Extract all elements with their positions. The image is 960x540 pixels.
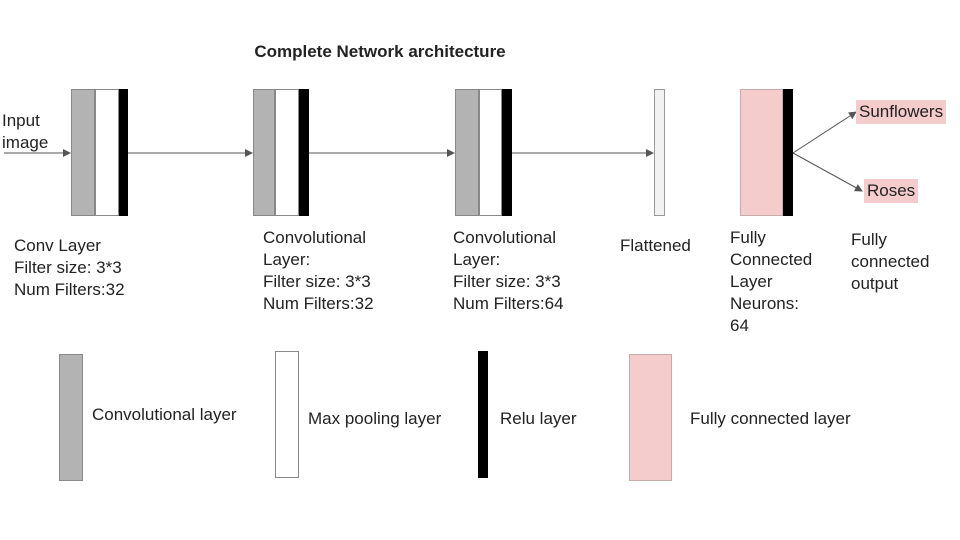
conv2-conv-layer — [253, 89, 275, 216]
input-image-label: Input image — [2, 111, 49, 152]
conv3-conv-layer — [455, 89, 479, 216]
diagram-title: Complete Network architecture — [0, 42, 760, 62]
legend-fc-swatch — [629, 354, 672, 481]
conv3-relu-layer — [502, 89, 512, 216]
legend-conv-swatch — [59, 354, 83, 481]
output-sunflowers: Sunflowers — [856, 100, 947, 124]
fc-layer — [740, 89, 783, 216]
conv1-relu-layer — [119, 89, 128, 216]
legend-pool-swatch — [275, 351, 299, 478]
diagram-title-text: Complete Network architecture — [254, 42, 506, 61]
legend-relu-label: Relu layer — [500, 409, 577, 428]
conv2-caption: Convolutional Layer: Filter size: 3*3 Nu… — [263, 228, 374, 313]
conv2-pool-layer — [275, 89, 299, 216]
conv3-pool-layer — [479, 89, 502, 216]
output-roses: Roses — [864, 179, 919, 203]
fc-caption: Fully Connected Layer Neurons: 64 — [730, 228, 813, 335]
conv2-relu-layer — [299, 89, 309, 216]
flatten-layer — [654, 89, 665, 216]
conv1-conv-layer — [71, 89, 95, 216]
legend-fc-label: Fully connected layer — [690, 409, 851, 428]
flatten-caption: Flattened — [620, 236, 691, 255]
legend-conv-label: Convolutional layer — [92, 405, 237, 424]
fc-relu-layer — [783, 89, 793, 216]
legend-pool-label: Max pooling layer — [308, 409, 442, 428]
legend-relu-swatch — [478, 351, 488, 478]
arrow-fc-to-roses — [792, 152, 863, 192]
arrow-fc-to-sunflowers — [792, 111, 857, 154]
output-caption: Fully connected output — [851, 230, 930, 293]
conv1-caption: Conv Layer Filter size: 3*3 Num Filters:… — [14, 236, 125, 299]
conv1-pool-layer — [95, 89, 119, 216]
conv3-caption: Convolutional Layer: Filter size: 3*3 Nu… — [453, 228, 564, 313]
